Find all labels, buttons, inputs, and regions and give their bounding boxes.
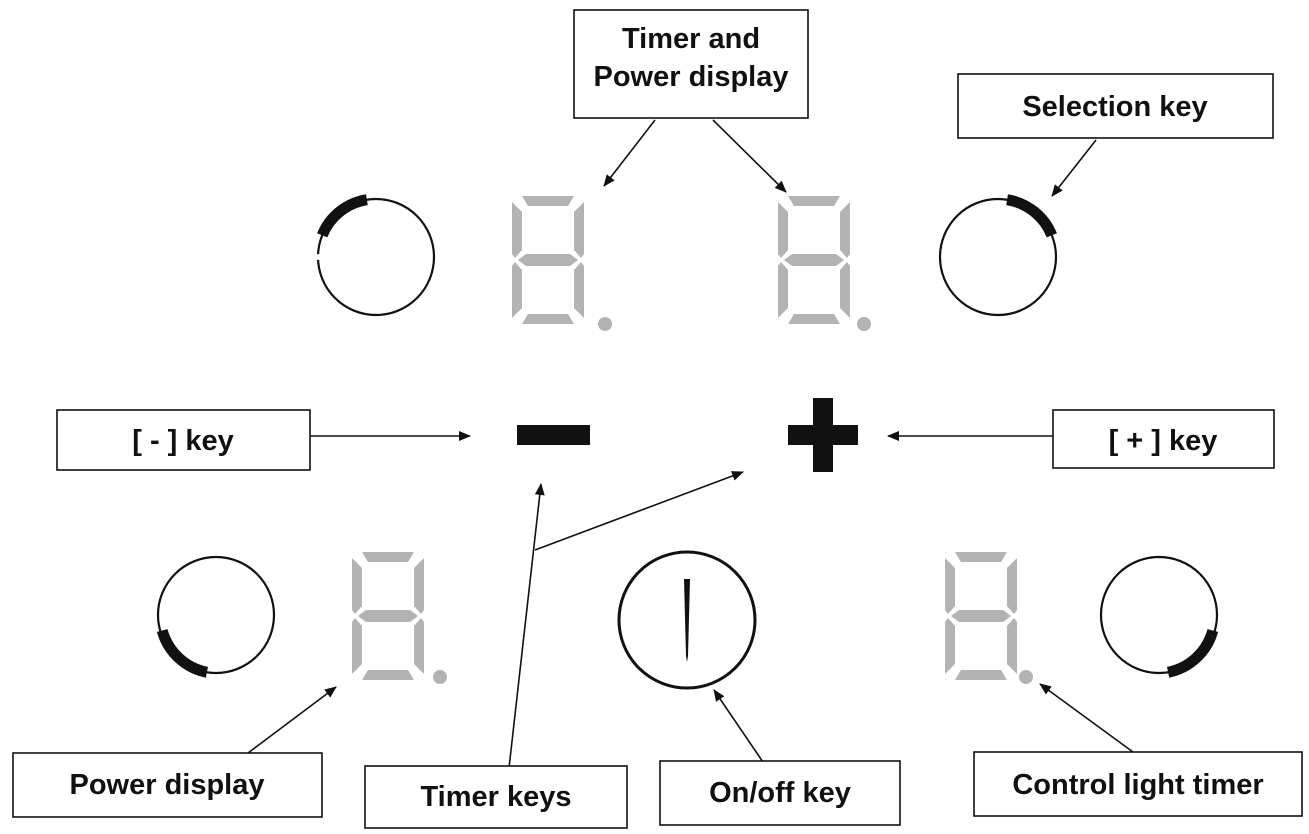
power-icon[interactable] [617, 550, 757, 690]
zone-indicator-mark [156, 628, 209, 678]
plus-icon[interactable] [788, 398, 858, 472]
pointer-timer-display-right [712, 119, 787, 193]
pointer-timer-display-left [603, 119, 656, 187]
label-selection-key: Selection key [957, 73, 1274, 139]
label-power-display: Power display [12, 752, 323, 818]
selection-key-ring[interactable] [938, 194, 1058, 317]
decimal-point [598, 317, 612, 331]
zone-indicator-mark [1166, 628, 1219, 678]
control-light-timer-digit [945, 552, 1033, 684]
label-timer-power-display: Timer and Power display [573, 9, 809, 119]
zone-bottom-right-ring[interactable] [1099, 555, 1219, 678]
label-onoff-key: On/off key [659, 760, 901, 826]
label-minus-key: [ - ] key [56, 409, 311, 471]
label-onoff-key-text: On/off key [709, 777, 851, 809]
decimal-point [433, 670, 447, 684]
decimal-point [857, 317, 871, 331]
pointer-timer-keys-minus [508, 483, 545, 769]
label-timer-power-display-line2: Power display [593, 61, 788, 93]
pointer-power-display [247, 686, 337, 754]
power-display-digit [352, 552, 447, 684]
control-light-dot [1019, 670, 1033, 684]
timer-power-display-left [512, 196, 612, 331]
label-timer-power-display-line1: Timer and [622, 23, 760, 55]
pointer-control-light-timer [1039, 683, 1134, 753]
timer-power-display-right [778, 196, 871, 331]
label-minus-key-text: [ - ] key [132, 425, 234, 457]
selection-indicator-mark [1006, 194, 1057, 238]
label-control-light-timer: Control light timer [973, 751, 1303, 817]
label-selection-key-text: Selection key [1022, 91, 1207, 123]
label-timer-keys: Timer keys [364, 765, 628, 829]
label-plus-key-text: [ + ] key [1109, 425, 1218, 457]
label-power-display-text: Power display [69, 769, 264, 801]
zone-indicator-mark [317, 194, 368, 238]
pointer-selection-key [1051, 139, 1097, 197]
label-timer-keys-text: Timer keys [420, 781, 571, 813]
label-control-light-timer-text: Control light timer [1012, 769, 1263, 801]
label-plus-key: [ + ] key [1052, 409, 1275, 469]
pointer-timer-keys-plus [534, 471, 744, 551]
pointer-onoff-key [713, 689, 764, 763]
zone-bottom-left-ring[interactable] [156, 555, 276, 678]
minus-icon[interactable] [517, 425, 590, 445]
zone-top-left-ring[interactable] [315, 194, 436, 317]
